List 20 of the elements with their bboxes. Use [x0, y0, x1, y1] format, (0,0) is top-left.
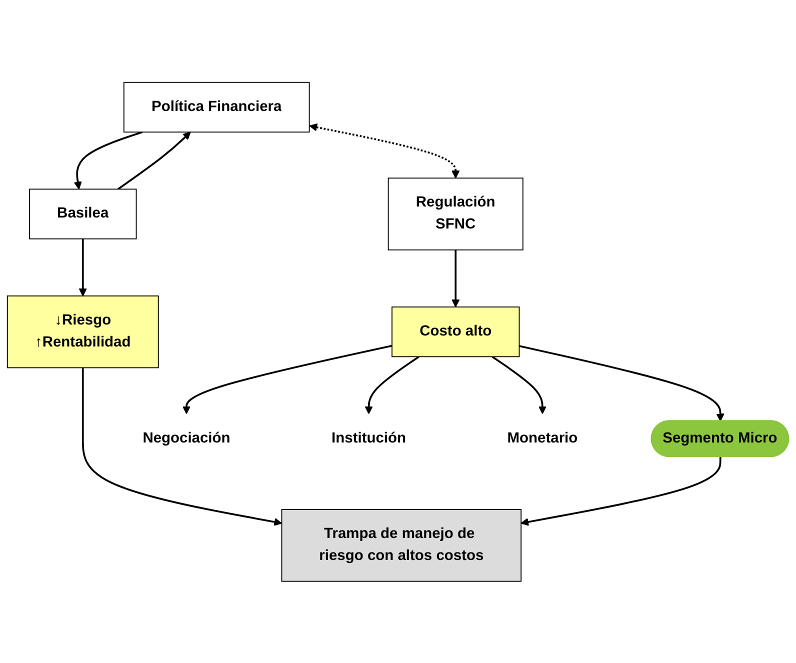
- arrow: [520, 456, 722, 526]
- arrow: [309, 122, 460, 178]
- node-text: Negociación: [142, 430, 230, 446]
- node-text: Monetario: [507, 430, 578, 446]
- arrow: [182, 344, 392, 414]
- arrow: [452, 250, 460, 307]
- arrow: [364, 356, 420, 414]
- node-box: Basilea: [28, 188, 137, 239]
- arrow: [118, 131, 191, 190]
- arrow: [492, 356, 546, 414]
- node-box: Costo alto: [392, 306, 520, 357]
- node-box: Regulación SFNC: [388, 177, 524, 250]
- arrow: [82, 367, 282, 526]
- arrow: [74, 130, 143, 190]
- node-box: Política Financiera: [123, 82, 310, 132]
- arrow: [78, 238, 87, 296]
- node-text: Institución: [332, 430, 406, 446]
- node-box: Trampa de manejo de riesgo con altos costos: [281, 508, 522, 582]
- arrow: [519, 344, 724, 422]
- node-box: ↓Riesgo ↑Rentabilidad: [6, 295, 159, 368]
